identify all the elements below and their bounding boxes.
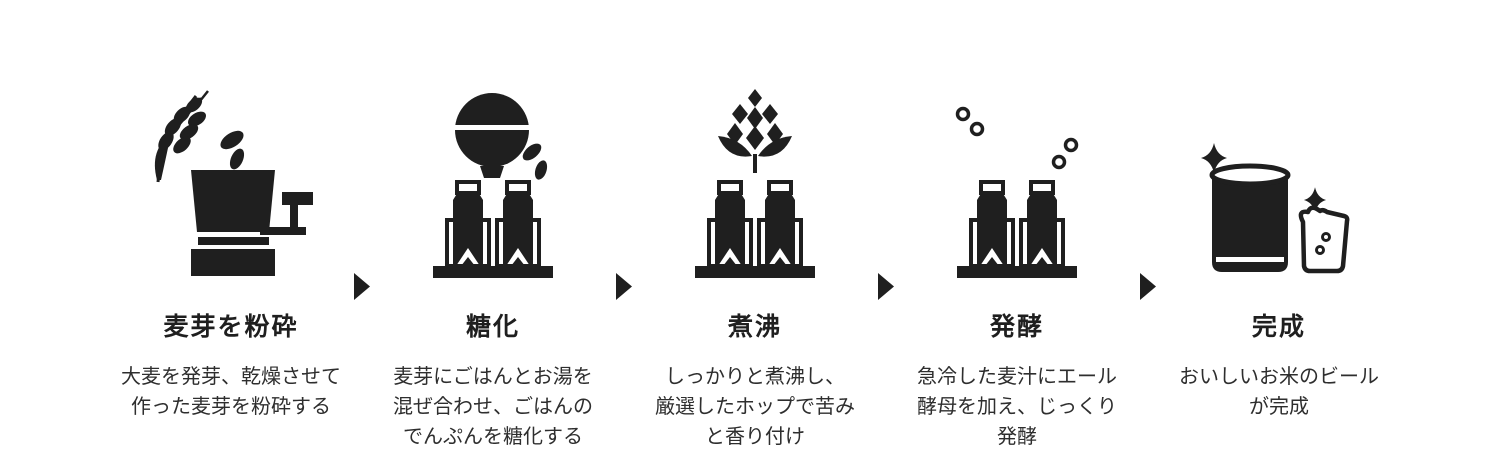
step-description: しっかりと煮沸し、 厳選したホップで苦み と香り付け [655, 366, 855, 448]
step-description: 急冷した麦汁にエール 酵母を加え、じっくり 発酵 [917, 366, 1117, 448]
beer-can-and-glass-icon [1199, 88, 1359, 278]
step-fermentation: 発酵 急冷した麦汁にエール 酵母を加え、じっくり 発酵 [894, 0, 1140, 452]
step-description: おいしいお米のビール が完成 [1179, 366, 1379, 418]
step-title: 糖化 [465, 313, 520, 341]
rice-bowl-tanks-icon [428, 88, 558, 278]
step-malt-crushing: 麦芽を粉砕 大麦を発芽、乾燥させて 作った麦芽を粉砕する [108, 0, 354, 422]
step-title: 煮沸 [727, 313, 782, 341]
step-title: 麦芽を粉砕 [163, 313, 299, 341]
malt-mill-icon [144, 88, 319, 278]
arrow-right-icon [878, 273, 894, 300]
arrow-right-icon [616, 273, 632, 300]
step-description: 大麦を発芽、乾燥させて 作った麦芽を粉砕する [121, 366, 341, 418]
brewing-process-flow: 麦芽を粉砕 大麦を発芽、乾燥させて 作った麦芽を粉砕する [108, 0, 1402, 452]
step-title: 完成 [1251, 313, 1306, 341]
arrow-right-icon [354, 273, 370, 300]
step-completion: 完成 おいしいお米のビール が完成 [1156, 0, 1402, 422]
fermentation-tanks-icon [952, 88, 1082, 278]
step-boiling: 煮沸 しっかりと煮沸し、 厳選したホップで苦み と香り付け [632, 0, 878, 452]
step-title: 発酵 [989, 313, 1044, 341]
hop-boiling-tanks-icon [690, 88, 820, 278]
step-description: 麦芽にごはんとお湯を 混ぜ合わせ、ごはんの でんぷんを糖化する [393, 366, 593, 448]
arrow-right-icon [1140, 273, 1156, 300]
step-saccharification: 糖化 麦芽にごはんとお湯を 混ぜ合わせ、ごはんの でんぷんを糖化する [370, 0, 616, 452]
